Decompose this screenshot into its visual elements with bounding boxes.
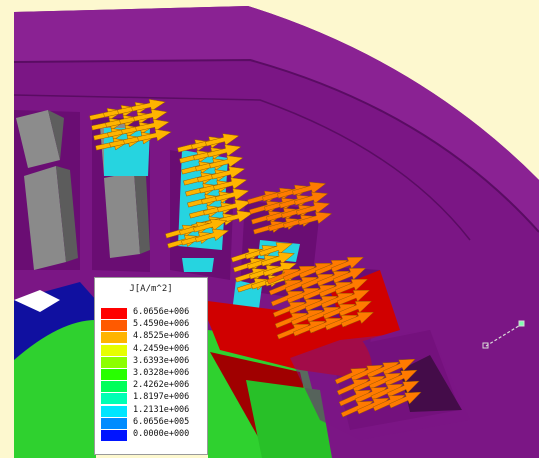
legend-label: 0.0000e+000 bbox=[133, 429, 190, 439]
legend-label: 4.8525e+006 bbox=[133, 331, 190, 342]
current-density-arrows bbox=[89, 98, 422, 418]
legend-swatch bbox=[101, 381, 127, 393]
legend-label: 3.6393e+006 bbox=[133, 355, 190, 366]
field-arrow bbox=[209, 155, 244, 169]
field-arrow bbox=[294, 191, 329, 206]
field-arrow bbox=[133, 108, 168, 122]
field-arrow bbox=[334, 279, 369, 295]
field-arrow bbox=[195, 228, 230, 243]
field-arrow bbox=[137, 128, 172, 142]
legend-title: J[A/m^2] bbox=[129, 284, 173, 294]
probe-line[interactable] bbox=[482, 320, 525, 349]
field-arrow bbox=[340, 312, 375, 328]
field-arrow bbox=[205, 133, 240, 147]
field-arrow bbox=[213, 177, 248, 191]
field-arrow bbox=[263, 262, 297, 277]
field-arrow bbox=[332, 268, 367, 284]
legend-swatch bbox=[101, 417, 127, 429]
field-arrow bbox=[193, 218, 228, 233]
field-arrow bbox=[215, 188, 250, 202]
field-arrow bbox=[261, 252, 295, 267]
legend-swatch bbox=[101, 393, 127, 405]
stator-rim bbox=[14, 6, 539, 232]
field-arrow bbox=[259, 242, 293, 257]
legend-label: 1.2131e+006 bbox=[133, 404, 190, 415]
probe-handle-end[interactable] bbox=[518, 320, 525, 327]
field-arrow bbox=[217, 199, 252, 213]
legend-label: 6.0656e+006 bbox=[133, 307, 190, 317]
probe-handle-start[interactable] bbox=[482, 342, 489, 349]
field-arrow bbox=[207, 144, 242, 158]
field-arrow bbox=[135, 118, 170, 132]
legend-label: 4.2459e+006 bbox=[133, 343, 190, 354]
legend-swatch bbox=[101, 430, 127, 441]
legend-label: 6.0656e+005 bbox=[133, 416, 190, 427]
legend-swatch bbox=[101, 369, 127, 380]
field-arrow bbox=[388, 391, 422, 409]
legend-label: 1.8197e+006 bbox=[133, 392, 190, 403]
field-arrow bbox=[131, 98, 166, 112]
field-arrow bbox=[211, 166, 246, 180]
field-arrow bbox=[219, 210, 254, 224]
legend-swatch bbox=[101, 344, 127, 356]
legend-swatch bbox=[101, 308, 127, 319]
legend-label: 5.4590e+006 bbox=[133, 319, 190, 330]
field-arrow bbox=[292, 181, 327, 196]
field-arrow bbox=[382, 358, 416, 376]
field-arrow bbox=[298, 211, 333, 226]
field-arrow bbox=[330, 257, 365, 273]
field-arrow bbox=[386, 380, 420, 398]
legend-label: 3.0328e+006 bbox=[133, 368, 190, 378]
field-arrow bbox=[338, 301, 373, 317]
stator-inner-edge bbox=[13, 94, 471, 241]
field-arrow bbox=[336, 290, 371, 306]
field-arrow bbox=[296, 201, 331, 216]
legend-label: 2.4262e+006 bbox=[133, 380, 190, 391]
field-arrow bbox=[384, 369, 418, 387]
legend-swatch bbox=[101, 405, 127, 417]
legend-swatch bbox=[101, 332, 127, 344]
legend-swatch bbox=[101, 320, 127, 332]
stator-rim-edge bbox=[13, 58, 539, 233]
legend-swatch bbox=[101, 356, 127, 368]
